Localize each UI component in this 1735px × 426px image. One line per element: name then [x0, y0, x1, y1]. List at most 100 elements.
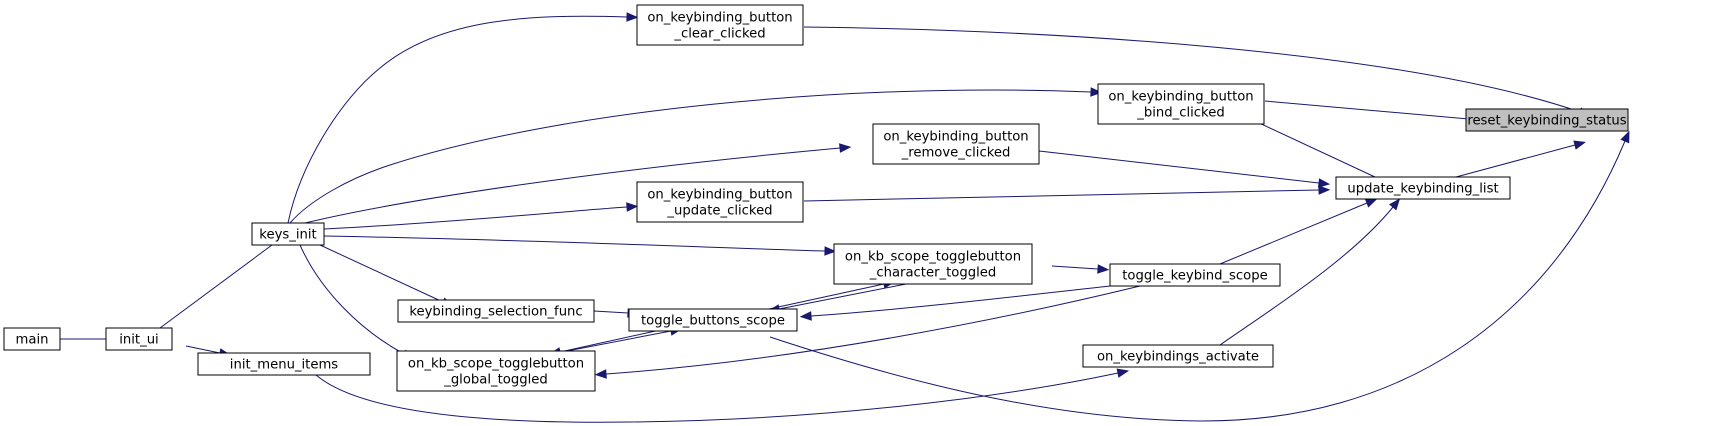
edge-line	[304, 147, 841, 224]
edge-line	[315, 372, 1119, 423]
arrowhead-icon	[626, 202, 639, 212]
node-update-list[interactable]: update_keybinding_list	[1335, 176, 1511, 200]
edge-line	[605, 285, 1141, 375]
node-label: on_keybinding_button	[1108, 90, 1253, 105]
arrowhead-icon	[1318, 185, 1331, 195]
node-box	[636, 4, 804, 46]
edge-line	[769, 140, 1626, 422]
node-selection-func[interactable]: keybinding_selection_func	[397, 299, 595, 323]
node-label: _clear_clicked	[673, 27, 765, 42]
node-global-toggled[interactable]: on_kb_scope_togglebutton_global_toggled	[396, 350, 596, 392]
node-label: _bind_clicked	[1136, 106, 1224, 121]
edge-toggle_scope-to-global_toggled	[594, 285, 1141, 379]
edge-line	[319, 244, 444, 303]
arrowhead-icon	[824, 246, 837, 256]
node-label: update_keybinding_list	[1347, 182, 1498, 197]
arrowhead-icon	[839, 143, 852, 153]
node-label: keybinding_selection_func	[409, 305, 582, 320]
node-box	[1109, 263, 1281, 287]
arrowhead-icon	[594, 369, 607, 379]
node-box	[833, 243, 1033, 285]
node-activate[interactable]: on_keybindings_activate	[1082, 344, 1274, 368]
node-box	[397, 299, 595, 323]
node-menu-items[interactable]: init_menu_items	[197, 352, 371, 376]
node-char-toggled[interactable]: on_kb_scope_togglebutton_character_toggl…	[833, 243, 1033, 285]
node-box	[251, 222, 325, 246]
node-label: _character_toggled	[869, 266, 996, 281]
edge-keys_init-to-bind	[289, 87, 1103, 224]
arrowhead-icon	[626, 12, 639, 22]
edge-char_toggled-to-toggle_scope	[1051, 264, 1110, 274]
edge-line	[159, 241, 277, 329]
edge-line	[1241, 114, 1376, 178]
arrowhead-icon	[799, 311, 812, 321]
node-label: reset_keybinding_status	[1467, 114, 1626, 129]
node-label: init_ui	[119, 333, 158, 348]
edge-line	[1038, 150, 1320, 184]
edge-update_clicked-to-update_list	[803, 185, 1331, 202]
arrowhead-icon	[1389, 198, 1401, 211]
edge-activate-to-update_list	[1219, 198, 1401, 346]
node-box	[105, 327, 173, 351]
node-reset[interactable]: reset_keybinding_status	[1465, 108, 1629, 132]
node-label: on_kb_scope_togglebutton	[408, 357, 584, 372]
edge-line	[323, 235, 826, 252]
edge-keys_init-to-clear	[287, 12, 639, 224]
node-box	[1335, 176, 1511, 200]
edge-line	[566, 330, 672, 352]
node-toggle-scope[interactable]: toggle_keybind_scope	[1109, 263, 1281, 287]
edges-layer	[60, 12, 1630, 423]
edge-line	[810, 285, 1111, 317]
node-label: _remove_clicked	[901, 146, 1011, 161]
edge-keys_init-to-remove	[304, 143, 852, 224]
node-update-clicked[interactable]: on_keybinding_button_update_clicked	[636, 181, 804, 223]
edge-menu_items-to-activate	[315, 368, 1130, 423]
node-label: on_kb_scope_togglebutton	[845, 250, 1021, 265]
node-box	[1465, 108, 1629, 132]
node-box	[636, 181, 804, 223]
edge-line	[323, 206, 628, 230]
edge-remove-to-update_list	[1038, 150, 1331, 188]
arrowhead-icon	[1116, 368, 1130, 378]
node-box	[396, 350, 596, 392]
node-buttons-scope[interactable]: toggle_buttons_scope	[628, 308, 798, 332]
edge-line	[299, 244, 405, 355]
edge-keys_init-to-update_clicked	[323, 202, 639, 230]
node-label: toggle_buttons_scope	[641, 314, 785, 329]
arrowhead-icon	[1620, 130, 1630, 144]
node-box	[872, 123, 1040, 165]
edge-line	[559, 329, 661, 353]
edge-line	[803, 26, 1581, 113]
arrowhead-icon	[1317, 178, 1331, 188]
edge-line	[185, 345, 221, 354]
node-clear[interactable]: on_keybinding_button_clear_clicked	[636, 4, 804, 46]
node-label: _global_toggled	[443, 373, 548, 388]
edge-buttons_scope-to-reset	[769, 130, 1630, 422]
node-init-ui[interactable]: init_ui	[105, 327, 173, 351]
edge-line	[768, 283, 885, 310]
node-bind[interactable]: on_keybinding_button_bind_clicked	[1097, 83, 1265, 125]
node-label: on_keybinding_button	[883, 130, 1028, 145]
node-label: keys_init	[259, 228, 316, 243]
node-label: on_keybinding_button	[647, 188, 792, 203]
edge-line	[803, 189, 1320, 202]
node-label: toggle_keybind_scope	[1122, 269, 1267, 284]
nodes-layer: reset_keybinding_status on_keybinding_but…	[3, 4, 1629, 392]
node-remove[interactable]: on_keybinding_button_remove_clicked	[872, 123, 1040, 165]
edge-line	[1455, 144, 1576, 178]
node-box	[197, 352, 371, 376]
edge-line	[287, 15, 628, 224]
arrowhead-icon	[1090, 87, 1103, 97]
arrowhead-icon	[1573, 140, 1586, 150]
node-keys-init[interactable]: keys_init	[251, 222, 325, 246]
node-label: main	[16, 333, 49, 348]
node-label: init_menu_items	[230, 358, 339, 373]
node-main[interactable]: main	[3, 327, 61, 351]
node-box	[3, 327, 61, 351]
edge-keys_init-to-char_toggled	[323, 235, 837, 256]
edge-toggle_scope-to-buttons_scope	[799, 285, 1111, 321]
edge-line	[289, 89, 1092, 224]
arrowhead-icon	[1097, 264, 1110, 274]
edge-line	[1219, 202, 1368, 265]
